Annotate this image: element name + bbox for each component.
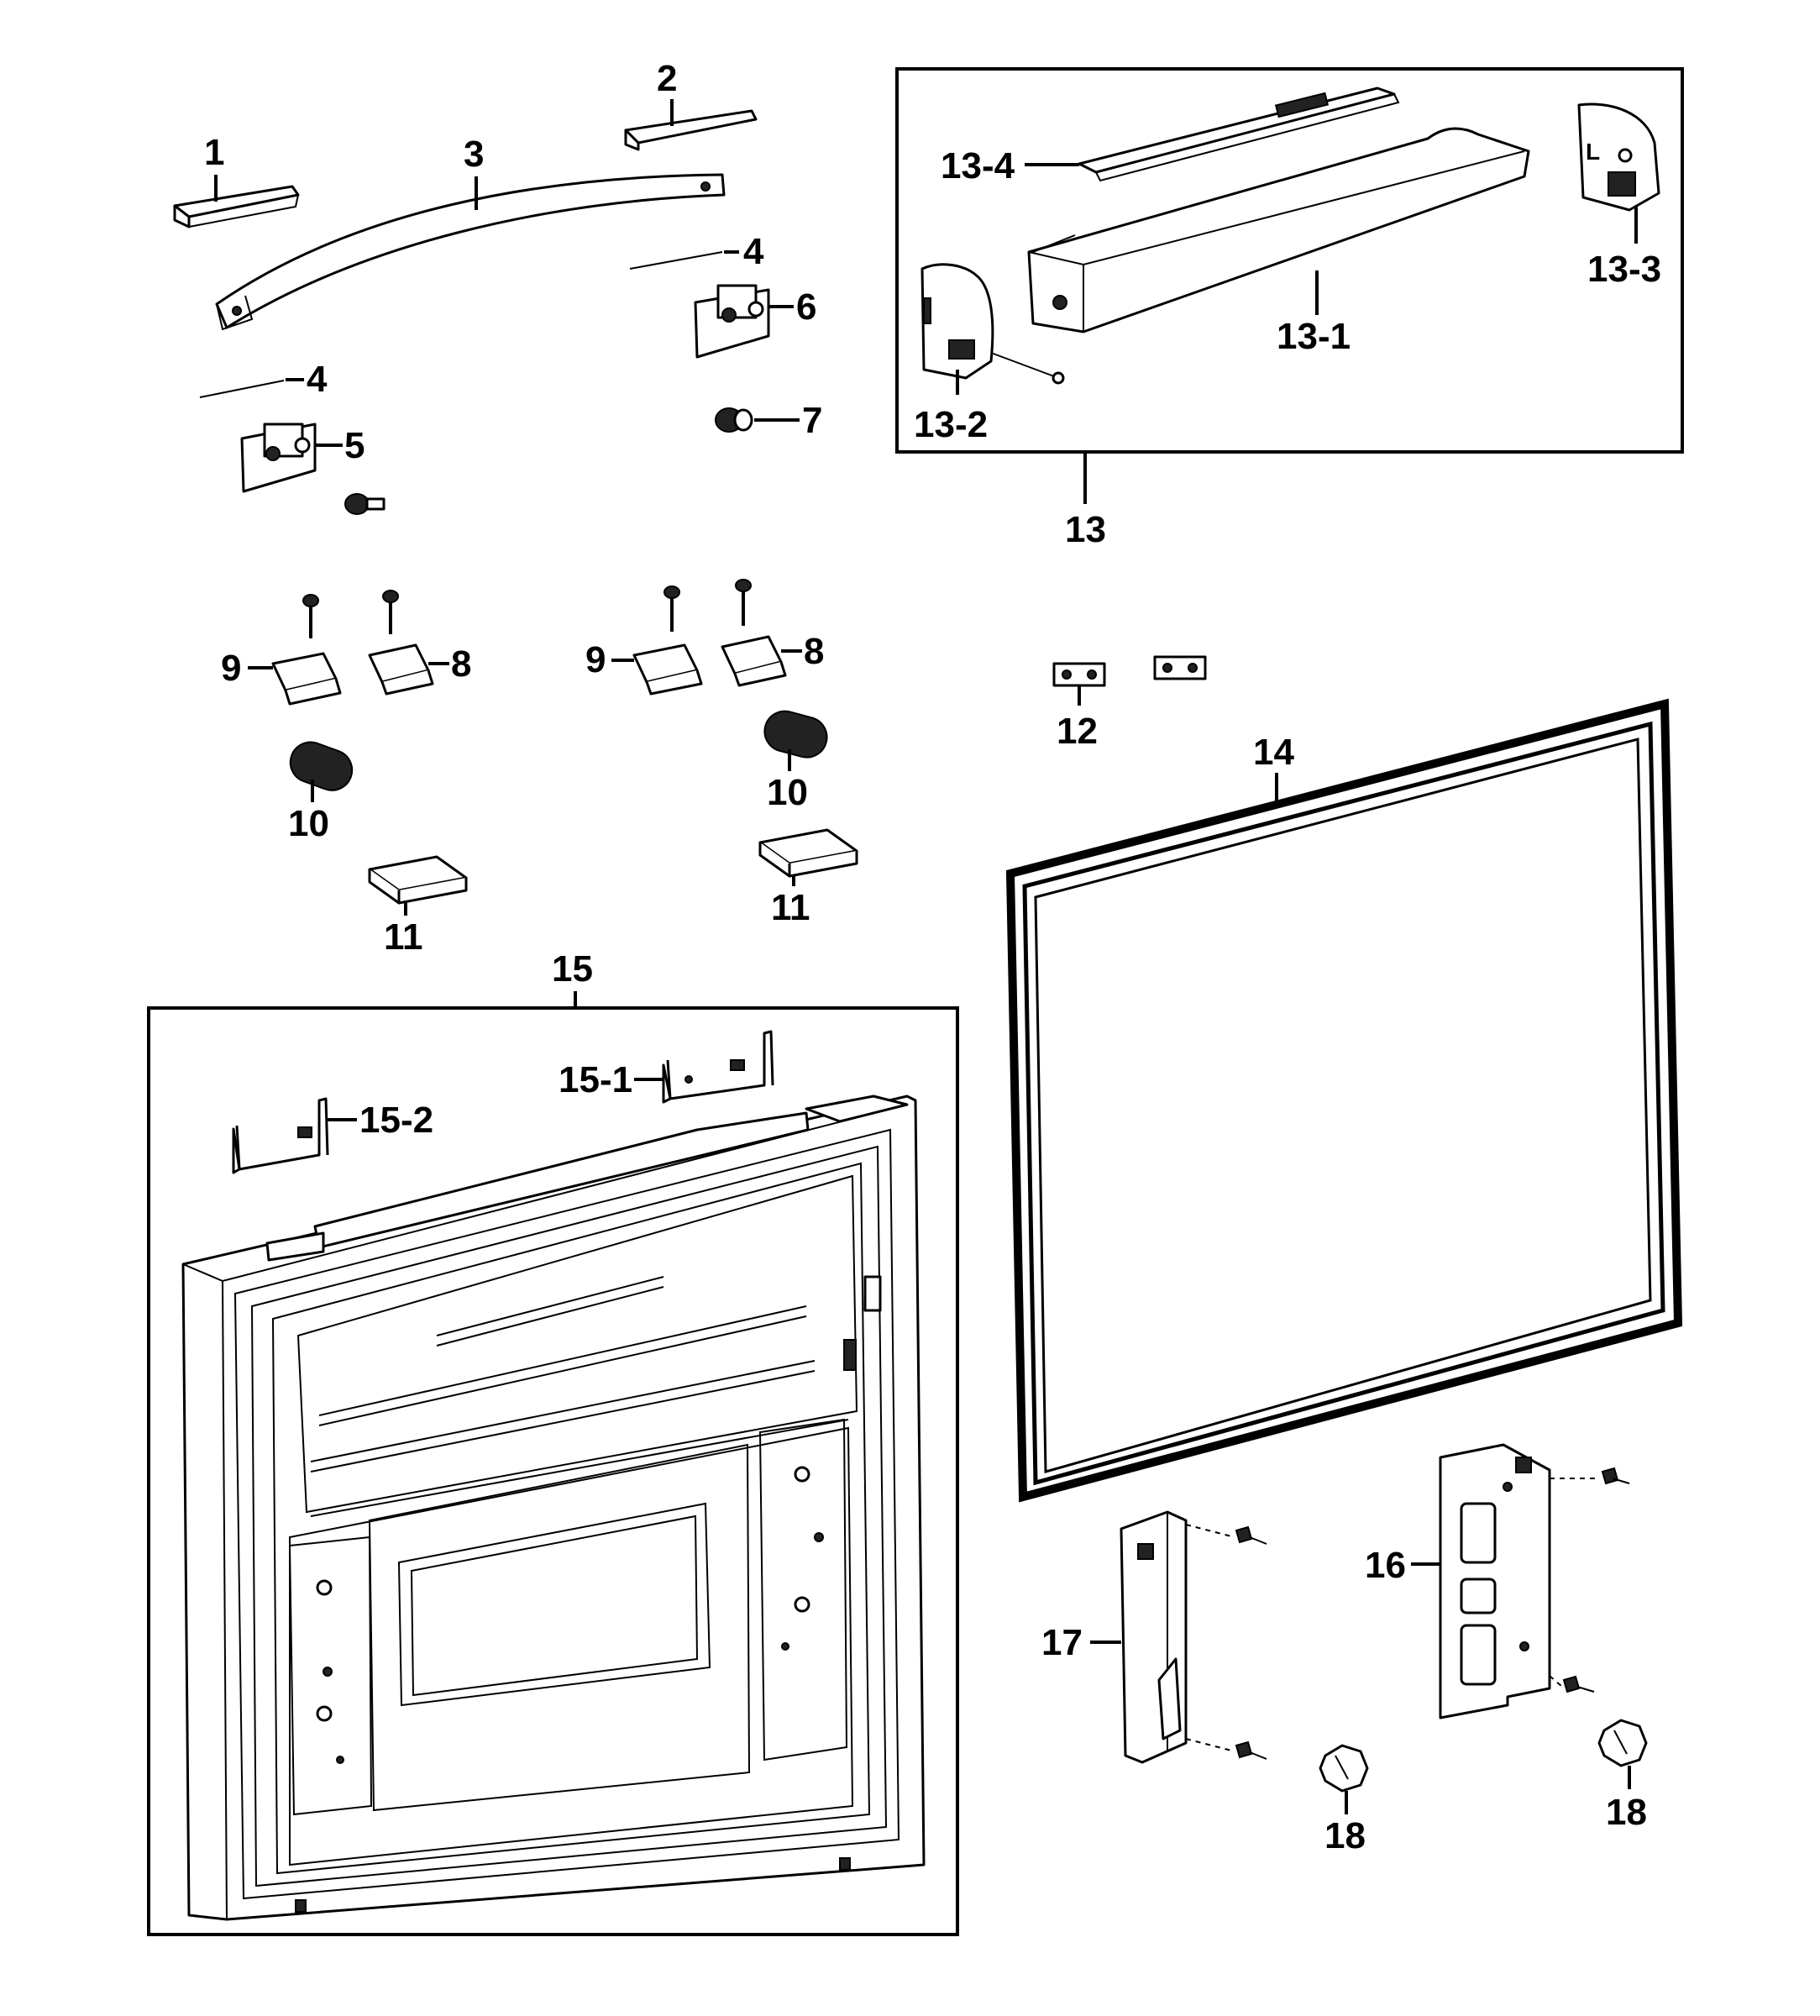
label-9-left: 9 <box>221 648 241 689</box>
part-13-1-door-bin <box>1027 127 1530 333</box>
part-9-holder-right <box>611 585 703 696</box>
part-15-1-bracket <box>634 1030 774 1104</box>
part-10-spring-right <box>763 710 828 771</box>
label-17: 17 <box>1041 1622 1083 1663</box>
part-16-hinge <box>1411 1443 1630 1719</box>
part-18-cap-left <box>1319 1744 1369 1814</box>
label-14: 14 <box>1253 732 1294 773</box>
part-3-handle <box>215 173 726 331</box>
label-18-right: 18 <box>1606 1792 1647 1833</box>
label-8-left: 8 <box>451 643 471 685</box>
part-15-2-bracket <box>232 1097 357 1174</box>
part-18-cap-right <box>1597 1719 1648 1789</box>
label-16: 16 <box>1365 1545 1406 1586</box>
part-9-holder-left <box>248 594 342 706</box>
label-13: 13 <box>1065 509 1106 550</box>
part-11-pad-left <box>368 855 468 916</box>
part-17-bracket <box>1090 1510 1267 1764</box>
label-4-upper: 4 <box>743 231 764 272</box>
part-5-screw <box>344 493 386 515</box>
part-6-hinge-bracket <box>694 284 794 359</box>
part-13-2-end-cap-left <box>920 263 1065 395</box>
part-4-pin-lower <box>199 378 304 398</box>
part-11-pad-right <box>758 828 858 886</box>
label-1: 1 <box>204 132 224 173</box>
part-4-pin-upper <box>629 250 739 270</box>
part-8-holder-right <box>721 579 802 687</box>
label-13-3: 13-3 <box>1587 249 1661 290</box>
label-10-left: 10 <box>288 803 329 844</box>
label-15-1: 15-1 <box>559 1059 632 1100</box>
label-11-right: 11 <box>771 887 810 928</box>
label-2: 2 <box>657 58 677 99</box>
part-14-door-gasket <box>1005 698 1683 1503</box>
label-10-right: 10 <box>767 772 808 813</box>
bin-side-mark: L <box>1586 139 1600 165</box>
part-15-door-assembly <box>181 1095 926 1921</box>
part-12-spacers <box>1052 655 1207 706</box>
part-13-3-end-cap-right: L <box>1577 102 1660 244</box>
part-2-cap <box>624 99 758 151</box>
label-7: 7 <box>802 400 822 441</box>
part-7-bushing <box>715 407 800 433</box>
part-8-holder-left <box>368 590 449 696</box>
label-11-left: 11 <box>384 916 423 958</box>
group-15-frame <box>147 1006 959 1936</box>
label-6: 6 <box>796 286 816 328</box>
label-12: 12 <box>1057 711 1098 752</box>
label-13-1: 13-1 <box>1277 316 1351 357</box>
label-3: 3 <box>464 134 484 175</box>
label-15-2: 15-2 <box>359 1100 433 1141</box>
label-18-left: 18 <box>1324 1815 1366 1856</box>
label-13-2: 13-2 <box>914 404 988 445</box>
label-15: 15 <box>552 948 593 990</box>
part-5-hinge-bracket <box>240 423 343 493</box>
part-10-spring-left <box>289 741 354 802</box>
label-13-4: 13-4 <box>941 145 1015 186</box>
group-13-frame <box>895 67 1684 454</box>
part-1-cap <box>173 175 300 228</box>
label-9-right: 9 <box>585 639 606 680</box>
label-5: 5 <box>344 425 365 466</box>
part-13-4-bin-cover <box>1025 87 1400 182</box>
label-8-right: 8 <box>804 631 824 672</box>
label-4-lower: 4 <box>307 359 328 400</box>
